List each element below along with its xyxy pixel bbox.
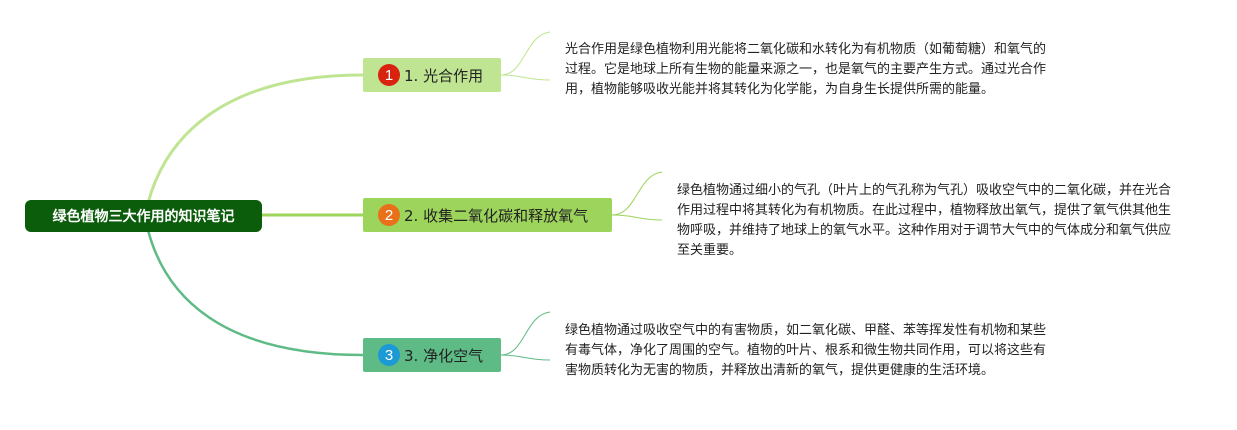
connector-root-branch3 <box>146 229 364 357</box>
number-badge-1: 1 <box>378 64 400 86</box>
root-topic-label: 绿色植物三大作用的知识笔记 <box>52 209 235 225</box>
connector-branch1-note <box>500 31 551 81</box>
branch-photosynthesis[interactable]: 1 1. 光合作用 <box>363 58 501 92</box>
note-air-purification: 绿色植物通过吸收空气中的有害物质，如二氧化碳、甲醛、苯等挥发性有机物和某些有毒气… <box>565 323 1047 378</box>
branch-co2-oxygen[interactable]: 2 2. 收集二氧化碳和释放氧气 <box>363 198 612 232</box>
note-photosynthesis: 光合作用是绿色植物利用光能将二氧化碳和水转化为有机物质（如葡萄糖）和氧气的过程。… <box>565 42 1047 97</box>
number-badge-3: 3 <box>378 344 400 366</box>
root-topic[interactable]: 绿色植物三大作用的知识笔记 <box>25 200 262 232</box>
connector-root-branch1 <box>146 73 364 204</box>
connector-branch3-note <box>500 311 551 361</box>
branch-label: 2. 收集二氧化碳和释放氧气 <box>404 206 589 225</box>
note-co2-oxygen: 绿色植物通过细小的气孔（叶片上的气孔称为气孔）吸收空气中的二氧化碳，并在光合作用… <box>677 183 1172 258</box>
number-badge-2: 2 <box>378 204 400 226</box>
branch-label: 3. 净化空气 <box>404 346 484 365</box>
branch-label: 1. 光合作用 <box>404 66 484 85</box>
connector-branch2-note <box>611 171 663 221</box>
branch-air-purification[interactable]: 3 3. 净化空气 <box>363 338 501 372</box>
